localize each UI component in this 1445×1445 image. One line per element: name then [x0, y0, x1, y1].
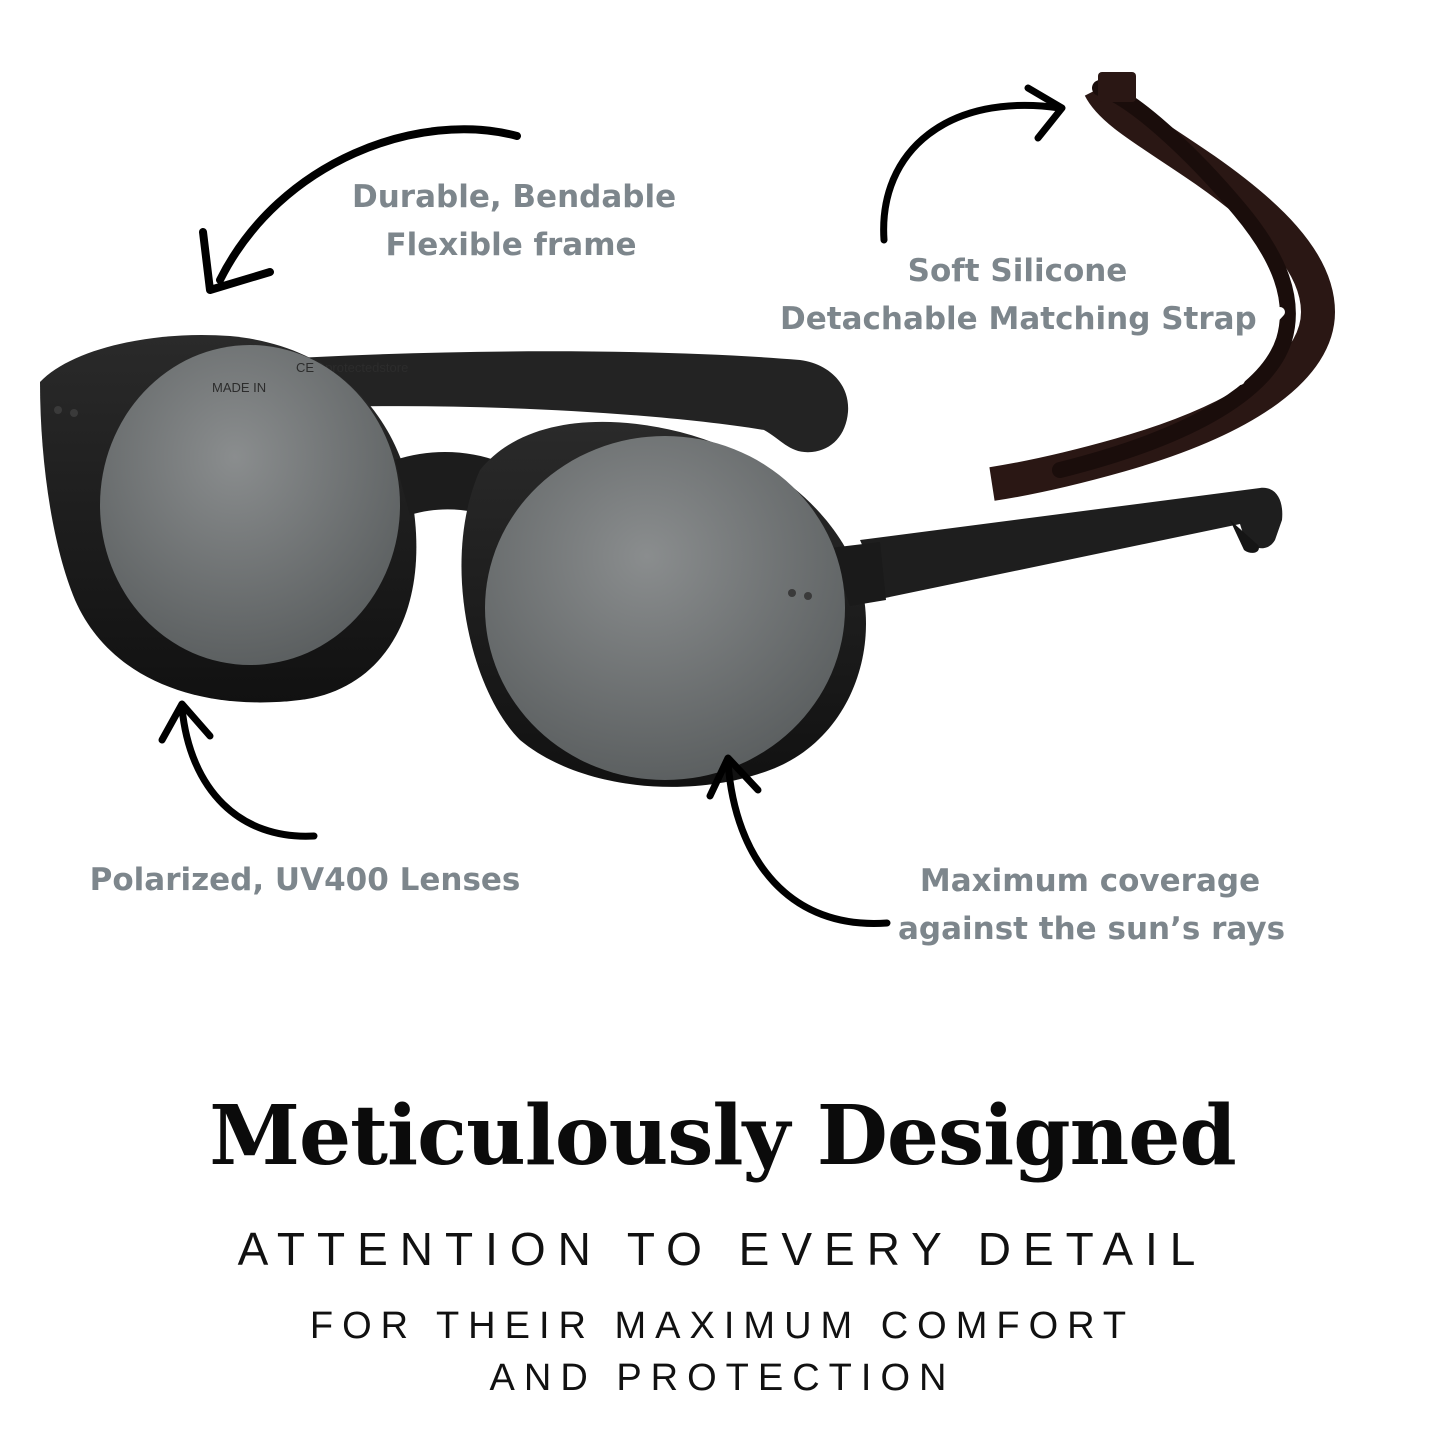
curved-arrow-icon [158, 700, 318, 840]
headline: Meticulously Designed [209, 1088, 1237, 1184]
tagline-line1: FOR THEIR MAXIMUM COMFORT [309, 1305, 1136, 1347]
silicone-strap [989, 72, 1336, 501]
callout-coverage-line2: against the sun’s rays [898, 911, 1286, 947]
callout-coverage: Maximum coverage against the sun’s rays [898, 857, 1286, 953]
subheadline: ATTENTION TO EVERY DETAIL [237, 1223, 1208, 1275]
curved-arrow-icon [706, 754, 891, 927]
curved-arrow-icon [880, 84, 1066, 244]
callout-coverage-line1: Maximum coverage [919, 863, 1261, 899]
frame-ce-marking: CE [296, 360, 314, 375]
callout-frame: Durable, Bendable Flexible frame [352, 173, 677, 269]
callout-frame-line2: Flexible frame [385, 227, 637, 263]
callout-strap: Soft Silicone Detachable Matching Strap [780, 247, 1257, 343]
sunglasses-front: MADE IN CE [40, 334, 886, 787]
left-lens [100, 345, 400, 665]
callout-lenses-line1: Polarized, UV400 Lenses [89, 862, 521, 898]
frame-made-in-marking: MADE IN [212, 380, 266, 395]
callout-lenses: Polarized, UV400 Lenses [88, 856, 522, 904]
tagline-line2: AND PROTECTION [489, 1357, 956, 1399]
callout-strap-line1: Soft Silicone [907, 253, 1128, 289]
near-temple-arm [860, 487, 1283, 598]
callout-frame-line1: Durable, Bendable [352, 179, 677, 215]
frame-brand-marking: @protectedstore [312, 360, 408, 375]
curved-arrow-icon [199, 125, 521, 294]
tagline: FOR THEIR MAXIMUM COMFORT AND PROTECTION [0, 1300, 1445, 1404]
callout-strap-line2: Detachable Matching Strap [780, 301, 1257, 337]
right-lens [485, 436, 845, 780]
